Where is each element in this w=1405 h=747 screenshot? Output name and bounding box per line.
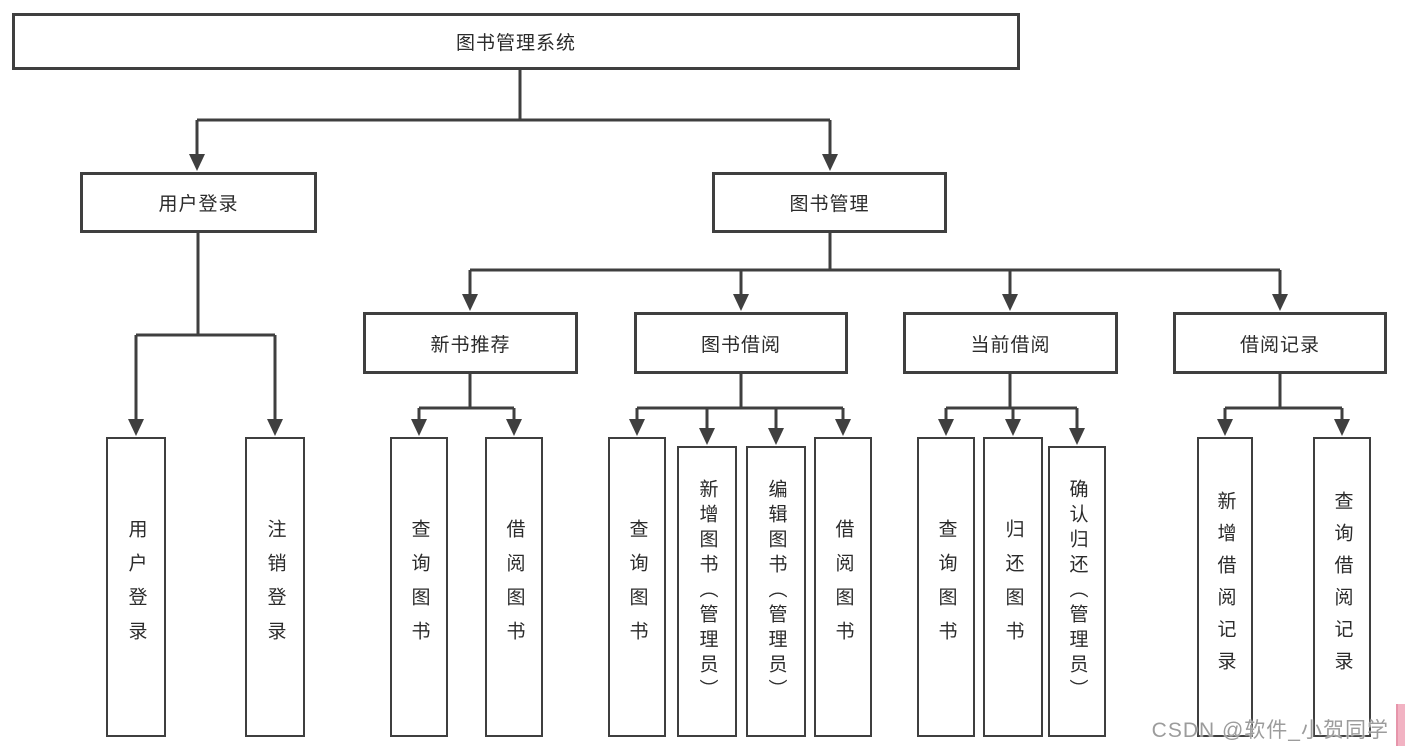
arrow-icon	[462, 294, 478, 311]
arrow-icon	[1217, 419, 1233, 436]
arrow-icon	[1272, 294, 1288, 311]
node-label: 借阅图书	[832, 519, 854, 655]
node-leaf-query-books-2: 查询图书	[608, 437, 666, 737]
node-leaf-user-login: 用户登录	[106, 437, 166, 737]
node-label: 图书管理系统	[455, 33, 576, 54]
node-new-book-recommend: 新书推荐	[363, 312, 578, 374]
arrow-icon	[1334, 419, 1350, 436]
node-label: 查询图书	[408, 519, 430, 655]
node-label: 注销登录	[264, 519, 286, 655]
node-root-library-system: 图书管理系统	[12, 13, 1020, 70]
arrow-icon	[1002, 294, 1018, 311]
arrow-icon	[1005, 419, 1021, 436]
arrow-icon	[189, 154, 205, 171]
node-label: 编辑图书（管理员）	[765, 479, 787, 704]
node-leaf-edit-book-admin: 编辑图书（管理员）	[746, 446, 806, 737]
node-label: 新增图书（管理员）	[696, 479, 718, 704]
node-leaf-add-book-admin: 新增图书（管理员）	[677, 446, 737, 737]
arrow-icon	[629, 419, 645, 436]
node-label: 查询图书	[935, 519, 957, 655]
arrow-icon	[768, 428, 784, 445]
arrow-icon	[822, 154, 838, 171]
node-user-login-branch: 用户登录	[80, 172, 317, 233]
arrow-icon	[506, 419, 522, 436]
node-label: 归还图书	[1002, 519, 1024, 655]
arrow-icon	[267, 419, 283, 436]
connector-path	[134, 70, 1344, 430]
node-leaf-return-book: 归还图书	[983, 437, 1043, 737]
arrow-icon	[938, 419, 954, 436]
node-leaf-logout: 注销登录	[245, 437, 305, 737]
watermark-logo-fragment	[1396, 704, 1405, 746]
node-label: 借阅图书	[503, 519, 525, 655]
node-label: 新增借阅记录	[1214, 491, 1236, 683]
arrow-icon	[699, 428, 715, 445]
node-book-borrow: 图书借阅	[634, 312, 848, 374]
csdn-watermark: CSDN @软件_小贺同学	[1151, 719, 1389, 742]
node-leaf-confirm-return-admin: 确认归还（管理员）	[1048, 446, 1106, 737]
node-leaf-query-books-1: 查询图书	[390, 437, 448, 737]
arrow-icon	[733, 294, 749, 311]
node-label: 用户登录	[158, 194, 239, 215]
arrow-icon	[128, 419, 144, 436]
arrow-icon	[835, 419, 851, 436]
node-label: 当前借阅	[970, 334, 1051, 356]
node-label: 图书管理	[789, 194, 870, 215]
arrowheads	[128, 154, 1350, 445]
node-label: 用户登录	[125, 519, 147, 655]
node-label: 借阅记录	[1239, 334, 1320, 356]
arrow-icon	[1069, 428, 1085, 445]
node-leaf-add-borrow-record: 新增借阅记录	[1197, 437, 1253, 737]
node-leaf-query-borrow-record: 查询借阅记录	[1313, 437, 1371, 737]
node-label: 查询图书	[626, 519, 648, 655]
arrow-icon	[411, 419, 427, 436]
node-label: 查询借阅记录	[1331, 491, 1353, 683]
node-borrow-records: 借阅记录	[1173, 312, 1387, 374]
node-label: 确认归还（管理员）	[1066, 479, 1088, 704]
node-leaf-borrow-books-2: 借阅图书	[814, 437, 872, 737]
node-label: 新书推荐	[430, 334, 511, 356]
node-leaf-borrow-books-1: 借阅图书	[485, 437, 543, 737]
node-label: 图书借阅	[700, 334, 781, 356]
node-leaf-query-books-3: 查询图书	[917, 437, 975, 737]
node-current-borrow: 当前借阅	[903, 312, 1118, 374]
node-book-management-branch: 图书管理	[712, 172, 947, 233]
